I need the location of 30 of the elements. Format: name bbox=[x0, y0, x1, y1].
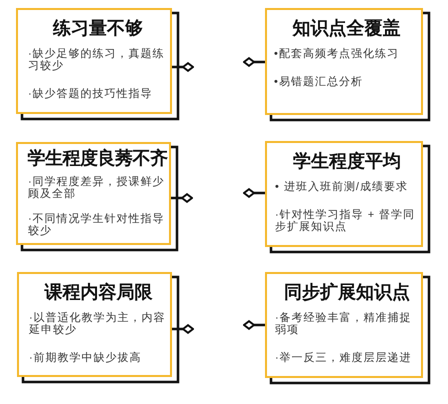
bullet-text: ·针对性学习指导 + 督学同步扩展知识点 bbox=[275, 209, 416, 233]
connector-line bbox=[243, 188, 265, 198]
text-card bbox=[265, 272, 423, 378]
bullet-text: ·同学程度差异，授课鲜少顾及全部 bbox=[28, 176, 166, 200]
bullet-text: ·前期教学中缺少拔高 bbox=[29, 352, 143, 364]
text-card bbox=[16, 142, 171, 245]
bullet-text: • 进班入班前测/成绩要求 bbox=[275, 181, 409, 193]
card-title: 学生程度平均 bbox=[293, 150, 401, 173]
connector-line bbox=[172, 324, 194, 334]
bullet-text: •易错题汇总分析 bbox=[274, 76, 364, 88]
card-title: 练习量不够 bbox=[53, 17, 143, 40]
connector-line bbox=[243, 320, 265, 330]
text-card bbox=[17, 272, 172, 377]
card-title: 同步扩展知识点 bbox=[284, 281, 410, 304]
bullet-text: ·缺少足够的练习，真题练习较少 bbox=[28, 48, 166, 72]
text-card bbox=[265, 141, 423, 247]
connector-line bbox=[171, 193, 193, 203]
bullet-text: ·以普适化教学为主，内容延申较少 bbox=[29, 312, 167, 336]
text-card bbox=[265, 8, 423, 115]
bullet-text: ·举一反三，难度层层递进 bbox=[275, 352, 413, 364]
card-title: 学生程度良莠不齐 bbox=[28, 147, 168, 170]
bullet-text: •配套高频考点强化练习 bbox=[274, 48, 400, 60]
card-title: 课程内容局限 bbox=[44, 281, 152, 304]
connector-line bbox=[172, 62, 194, 72]
bullet-text: ·缺少答题的技巧性指导 bbox=[28, 88, 154, 100]
connector-line bbox=[243, 57, 265, 67]
bullet-text: ·不同情况学生针对性指导较少 bbox=[28, 213, 166, 237]
bullet-text: ·备考经验丰富，精准捕捉弱项 bbox=[275, 312, 413, 336]
text-card bbox=[16, 8, 172, 114]
card-title: 知识点全覆盖 bbox=[292, 17, 400, 40]
